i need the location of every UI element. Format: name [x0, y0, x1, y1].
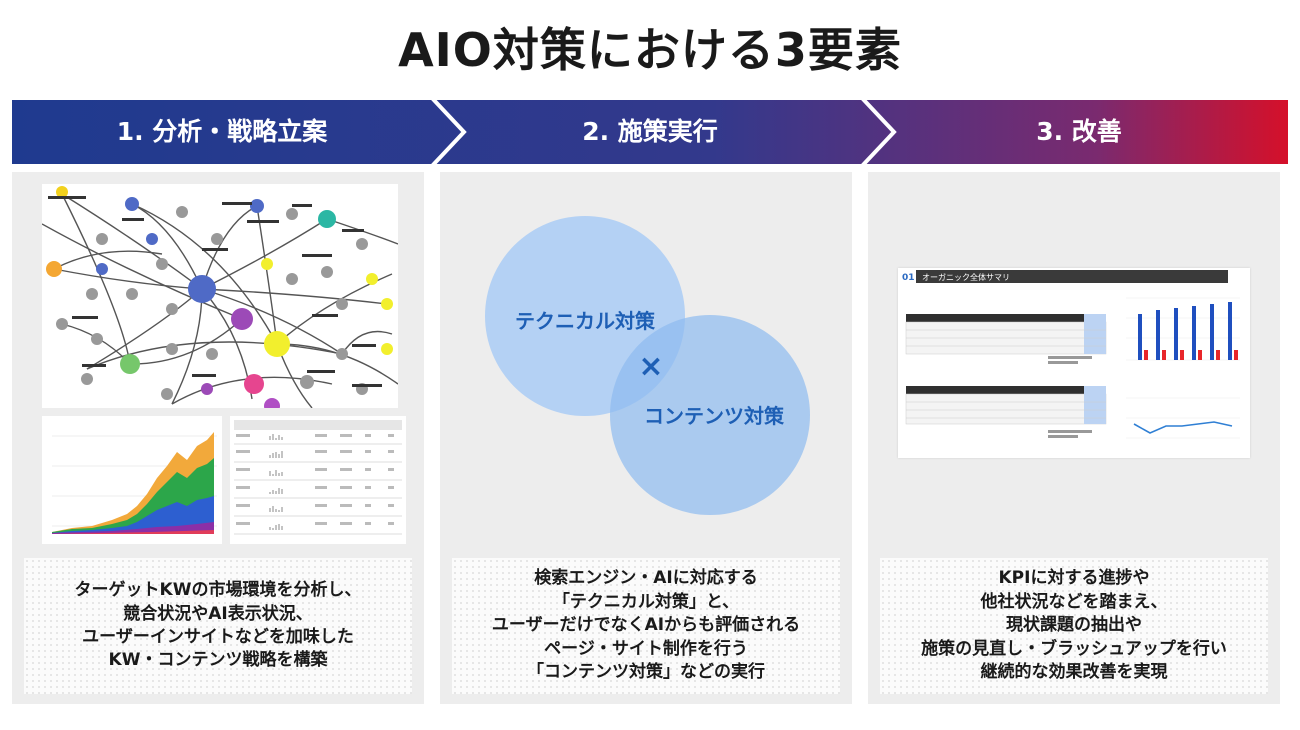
description-line: 現状課題の抽出や — [1005, 615, 1142, 636]
venn-operator: × — [638, 349, 663, 384]
description-line: 他社状況などを踏まえ、 — [980, 591, 1168, 612]
step-1-label: 1. 分析・戦略立案 — [116, 117, 328, 146]
description-line: 「テクニカル対策」と、 — [552, 591, 740, 612]
keyword-table-thumbnail — [230, 416, 406, 544]
description-line: 継続的な効果改善を実現 — [980, 662, 1168, 683]
step-1-description: ターゲットKWの市場環境を分析し、 競合状況やAI表示状況、 ユーザーインサイト… — [24, 558, 412, 694]
step-1-panel: ターゲットKWの市場環境を分析し、 競合状況やAI表示状況、 ユーザーインサイト… — [12, 172, 424, 704]
description-line: 競合状況やAI表示状況、 — [123, 603, 313, 624]
description-line: 「コンテンツ対策」などの実行 — [527, 662, 765, 683]
description-line: ページ・サイト制作を行う — [544, 638, 748, 659]
description-line: 検索エンジン・AIに対応する — [534, 568, 758, 589]
description-line: 施策の見直し・ブラッシュアップを行い — [921, 638, 1227, 659]
venn-diagram: テクニカル対策 × コンテンツ対策 — [485, 216, 810, 515]
step-2-description: 検索エンジン・AIに対応する 「テクニカル対策」と、 ユーザーだけでなくAIから… — [452, 558, 840, 694]
process-banner — [12, 100, 1288, 164]
step-3-label: 3. 改善 — [1036, 117, 1122, 146]
page-title: AIO対策における3要素 — [398, 23, 902, 77]
description-line: ユーザーだけでなくAIからも評価される — [491, 615, 801, 636]
step-3-description: KPIに対する進捗や 他社状況などを踏まえ、 現状課題の抽出や 施策の見直し・ブ… — [880, 558, 1268, 694]
report-badge: 01 — [902, 273, 915, 283]
description-line: KW・コンテンツ戦略を構築 — [108, 650, 328, 671]
venn-left-label: テクニカル対策 — [515, 309, 656, 333]
report-heading: オーガニック全体サマリ — [922, 272, 1010, 282]
organic-summary-report-thumbnail: 01 オーガニック全体サマリ — [898, 268, 1250, 458]
step-3-panel: 01 オーガニック全体サマリ — [868, 172, 1280, 704]
description-line: ユーザーインサイトなどを加味した — [82, 627, 354, 647]
description-line: KPIに対する進捗や — [998, 568, 1150, 589]
content-circle — [610, 315, 810, 515]
step-2-label: 2. 施策実行 — [582, 117, 718, 146]
venn-right-label: コンテンツ対策 — [644, 404, 785, 428]
stacked-area-chart-thumbnail — [42, 416, 222, 544]
keyword-network-graph — [41, 184, 399, 414]
description-line: ターゲットKWの市場環境を分析し、 — [74, 580, 362, 601]
step-2-panel: テクニカル対策 × コンテンツ対策 検索エンジン・AIに対応する 「テクニカル対… — [440, 172, 852, 704]
